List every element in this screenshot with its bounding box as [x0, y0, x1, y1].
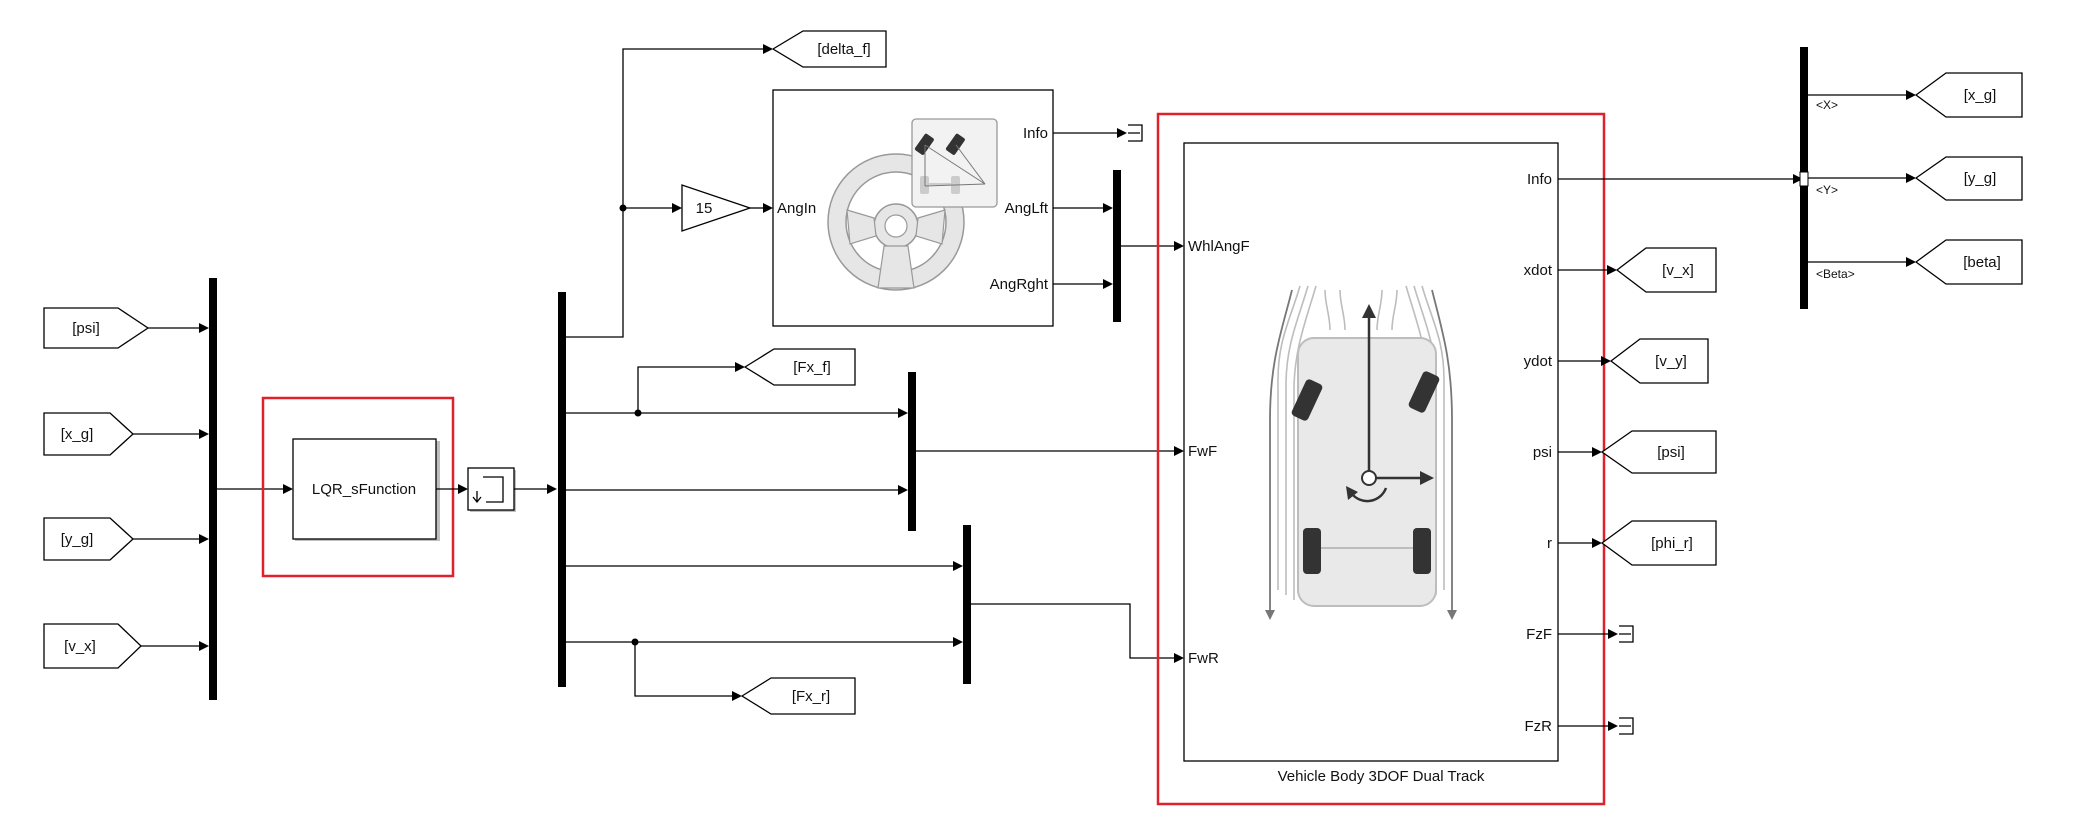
goto-tag-v-x[interactable]: [v_x] — [1615, 247, 1717, 293]
from-tag-y-g-label: [y_g] — [61, 531, 94, 548]
goto-tag-fx-r[interactable]: [Fx_r] — [740, 677, 856, 715]
vehicle-port-fwf: FwF — [1188, 443, 1217, 460]
vehicle-block-title: Vehicle Body 3DOF Dual Track — [1278, 768, 1485, 785]
vehicle-port-fzr: FzR — [1525, 718, 1553, 735]
wire-delta-f-branch — [566, 44, 773, 338]
goto-tag-x-g-label: [x_g] — [1964, 87, 1997, 104]
goto-tag-psi-label: [psi] — [1657, 444, 1685, 461]
goto-tag-beta[interactable]: [beta] — [1914, 239, 2023, 285]
wire-fxr-branch — [566, 637, 963, 701]
goto-tag-fx-r-label: [Fx_r] — [792, 688, 830, 705]
from-tag-psi-label: [psi] — [72, 320, 100, 337]
vehicle-port-fwr: FwR — [1188, 650, 1219, 667]
from-tag-y-g[interactable]: [y_g] — [43, 517, 134, 561]
vehicle-port-r: r — [1547, 535, 1552, 552]
bus-selector[interactable]: <X> <Y> <Beta> — [1799, 47, 1855, 309]
bus-selector-y: <Y> — [1816, 183, 1838, 197]
bus-selector-beta: <Beta> — [1816, 267, 1855, 281]
gain-value: 15 — [696, 200, 713, 217]
mux-2[interactable] — [1113, 170, 1121, 322]
goto-tag-phi-r-label: [phi_r] — [1651, 535, 1693, 552]
steering-block[interactable]: AngIn Info AngLft AngRght — [772, 89, 1054, 327]
wires-into-mux-1 — [133, 323, 209, 651]
vehicle-port-whlangf: WhlAngF — [1188, 238, 1250, 255]
bus-selector-x: <X> — [1816, 98, 1838, 112]
goto-tag-delta-f[interactable]: [delta_f] — [771, 30, 887, 68]
vehicle-body-block[interactable]: WhlAngF FwF FwR Info xdot ydot psi r FzF… — [1183, 142, 1559, 762]
lqr-highlight — [261, 396, 455, 578]
steering-port-angrght: AngRght — [990, 276, 1049, 293]
terminator-icon[interactable] — [1128, 124, 1143, 142]
vehicle-highlight — [1156, 112, 1606, 806]
goto-tag-phi-r[interactable]: [phi_r] — [1600, 520, 1717, 566]
steering-port-info: Info — [1023, 125, 1048, 142]
goto-tag-psi[interactable]: [psi] — [1600, 430, 1717, 474]
demux[interactable] — [558, 292, 566, 687]
vehicle-port-info: Info — [1527, 171, 1552, 188]
goto-tag-x-g[interactable]: [x_g] — [1914, 72, 2023, 118]
vehicle-port-psi: psi — [1533, 444, 1552, 461]
lqr-sfunction-block[interactable]: LQR_sFunction — [292, 438, 440, 541]
goto-tag-beta-label: [beta] — [1963, 254, 2001, 271]
mux-1[interactable] — [209, 278, 217, 700]
from-tag-x-g-label: [x_g] — [61, 426, 94, 443]
vehicle-top-view-icon — [1265, 285, 1457, 620]
memory-block[interactable] — [467, 467, 516, 512]
mux-fwr[interactable] — [963, 525, 971, 684]
wire-fxf-branch — [566, 362, 908, 418]
from-tag-x-g[interactable]: [x_g] — [43, 412, 134, 456]
memory-icon — [472, 476, 504, 504]
steering-port-angin: AngIn — [777, 200, 816, 217]
lqr-sfunction-label: LQR_sFunction — [312, 481, 416, 498]
from-tag-psi[interactable]: [psi] — [43, 307, 150, 349]
terminator-fzf-icon[interactable] — [1619, 625, 1634, 643]
steering-port-anglft: AngLft — [1005, 200, 1049, 217]
goto-tag-y-g[interactable]: [y_g] — [1914, 156, 2023, 201]
goto-tag-v-y[interactable]: [v_y] — [1609, 338, 1709, 384]
steering-geometry-icon — [911, 118, 998, 208]
vehicle-port-ydot: ydot — [1524, 353, 1553, 370]
goto-tag-v-y-label: [v_y] — [1655, 353, 1687, 370]
gain-block[interactable]: 15 — [681, 184, 753, 232]
goto-tag-fx-f-label: [Fx_f] — [793, 359, 831, 376]
from-tag-v-x[interactable]: [v_x] — [43, 623, 142, 669]
vehicle-port-fzf: FzF — [1526, 626, 1552, 643]
goto-tag-fx-f[interactable]: [Fx_f] — [743, 348, 856, 386]
mux-fwf[interactable] — [908, 372, 916, 531]
goto-tag-y-g-label: [y_g] — [1964, 170, 1997, 187]
vehicle-port-xdot: xdot — [1524, 262, 1553, 279]
terminator-fzr-icon[interactable] — [1619, 717, 1634, 735]
from-tag-v-x-label: [v_x] — [64, 638, 96, 655]
goto-tag-delta-f-label: [delta_f] — [817, 41, 870, 58]
goto-tag-v-x-label: [v_x] — [1662, 262, 1694, 279]
